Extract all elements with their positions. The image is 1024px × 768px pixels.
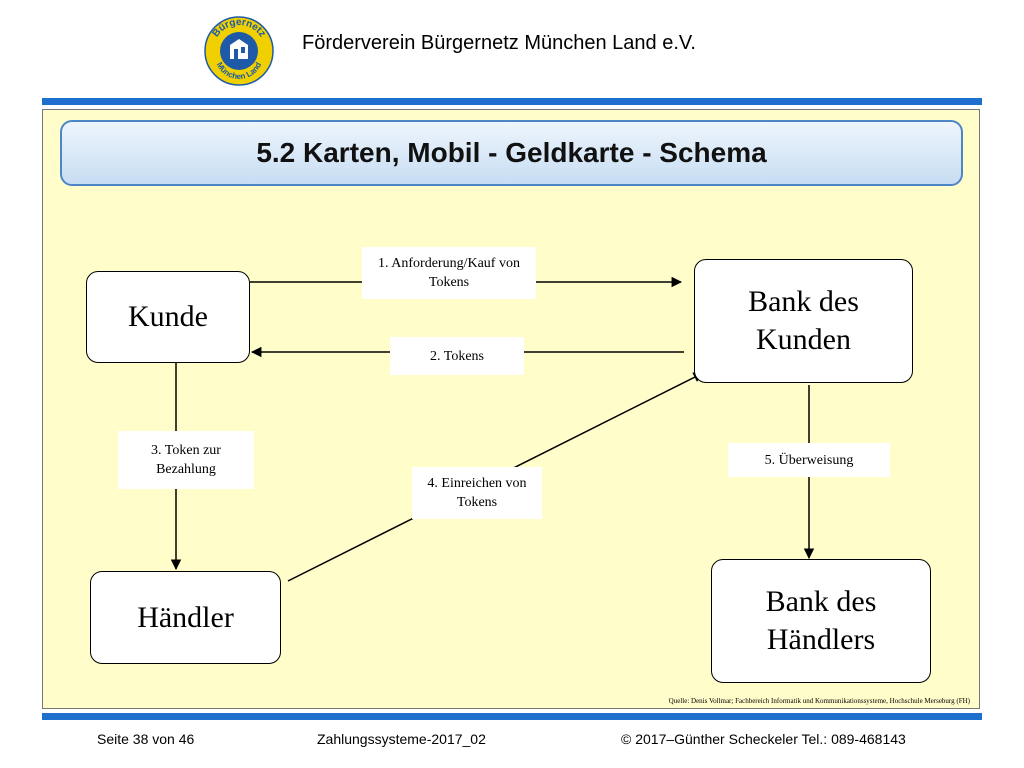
node-bank-des-haendlers: Bank des Händlers	[711, 559, 931, 683]
bottom-divider	[42, 713, 982, 720]
edge-label-5-ueberweisung: 5. Überweisung	[728, 443, 890, 477]
node-bank-des-haendlers-label: Bank des Händlers	[765, 585, 877, 656]
node-kunde-label: Kunde	[128, 300, 208, 333]
source-citation: Quelle: Denis Vollmar; Fachbereich Infor…	[668, 697, 970, 705]
node-bank-des-kunden: Bank des Kunden	[694, 259, 913, 383]
title-banner: 5.2 Karten, Mobil - Geldkarte - Schema	[60, 120, 963, 186]
node-kunde: Kunde	[86, 271, 250, 363]
top-divider	[42, 98, 982, 105]
node-haendler: Händler	[90, 571, 281, 664]
buergernetz-logo: Bürgernetz München Land	[203, 15, 275, 87]
document-name: Zahlungssysteme-2017_02	[317, 731, 486, 747]
edge-label-4-einreichen: 4. Einreichen von Tokens	[412, 467, 542, 519]
copyright-notice: © 2017–Günther Scheckeler Tel.: 089-4681…	[621, 731, 906, 747]
organization-title: Förderverein Bürgernetz München Land e.V…	[302, 32, 696, 54]
edge-label-2-tokens: 2. Tokens	[390, 337, 524, 375]
page-number: Seite 38 von 46	[97, 731, 195, 747]
buergernetz-logo-icon: Bürgernetz München Land	[204, 16, 274, 86]
slide-title: 5.2 Karten, Mobil - Geldkarte - Schema	[256, 137, 767, 168]
edge-label-1-anforderung: 1. Anforderung/Kauf von Tokens	[362, 247, 536, 299]
node-bank-des-kunden-label: Bank des Kunden	[748, 285, 859, 356]
edge-label-3-token-zur-bezahlung: 3. Token zur Bezahlung	[118, 431, 254, 489]
node-haendler-label: Händler	[137, 600, 234, 634]
